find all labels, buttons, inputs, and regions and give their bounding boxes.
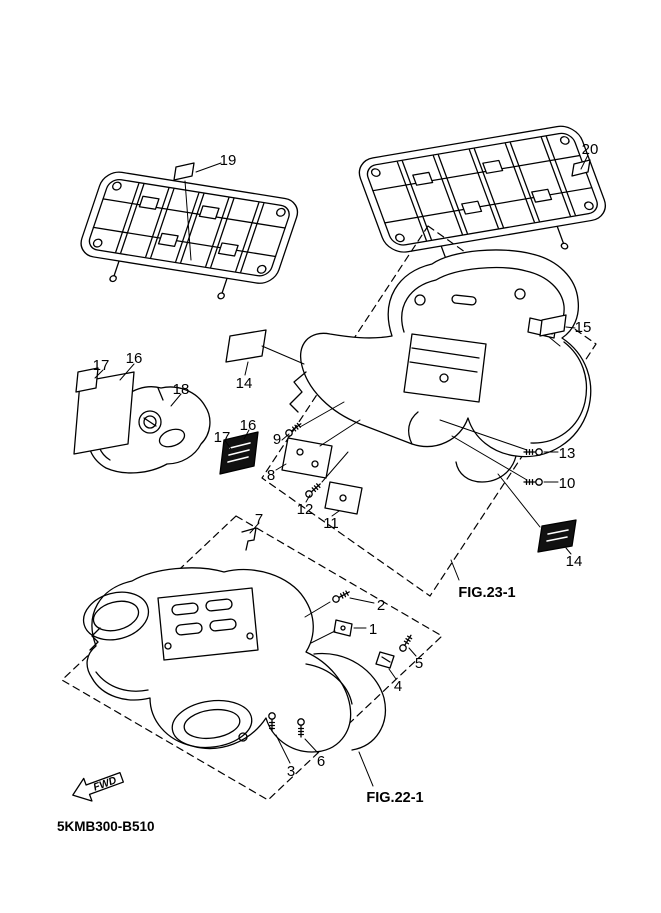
plate-11 (324, 481, 363, 515)
callout-16-left: 16 (126, 350, 143, 367)
callout-12: 12 (297, 501, 314, 518)
front-rack-drawing (80, 171, 299, 300)
fwd-label: FWD (92, 774, 119, 794)
callout-3: 3 (287, 763, 295, 780)
callout-numbers: 19 20 15 14 17 16 18 17 16 9 8 13 10 12 … (93, 141, 599, 780)
part-code: 5KMB300-B510 (57, 819, 155, 834)
front-fender-drawing (82, 567, 386, 753)
callout-13: 13 (559, 445, 576, 462)
sticker-16-left (73, 371, 135, 455)
callout-16-right: 16 (240, 417, 257, 434)
leader-lines (94, 154, 589, 787)
emblem-grizzly-badge (219, 431, 259, 475)
callout-1: 1 (369, 621, 377, 638)
emblem-badge-14-right (537, 519, 577, 553)
tag-15 (539, 314, 567, 337)
callout-2: 2 (377, 597, 385, 614)
callout-15: 15 (575, 319, 592, 336)
sticker-17-left (75, 367, 99, 393)
tag-19 (173, 162, 195, 181)
callout-17-left: 17 (93, 357, 110, 374)
callout-9: 9 (273, 431, 281, 448)
callout-5: 5 (415, 655, 423, 672)
flag-7 (241, 527, 257, 551)
tag-14-top (225, 329, 267, 363)
fwd-arrow: FWD (72, 772, 125, 802)
callout-14-right: 14 (566, 553, 583, 570)
callout-8: 8 (267, 467, 275, 484)
callout-4: 4 (394, 678, 402, 695)
callout-19: 19 (220, 152, 237, 169)
callout-11: 11 (323, 515, 339, 532)
clip-4 (375, 651, 395, 669)
fig-23-1-label: FIG.23-1 (458, 585, 515, 601)
bracket-1 (333, 619, 353, 637)
callout-18: 18 (173, 381, 190, 398)
callout-17-right: 17 (214, 429, 231, 446)
figure-labels: FIG.23-1 FIG.22-1 5KMB300-B510 (57, 585, 516, 834)
callout-7: 7 (255, 511, 263, 528)
rear-rack-drawing (358, 125, 606, 270)
plate-8 (281, 437, 333, 479)
fig-22-1-label: FIG.22-1 (366, 790, 423, 806)
rear-fender-drawing (289, 249, 592, 483)
callout-20: 20 (582, 141, 599, 158)
callout-14-top: 14 (236, 375, 253, 392)
callout-6: 6 (317, 753, 325, 770)
callout-10: 10 (559, 475, 576, 492)
